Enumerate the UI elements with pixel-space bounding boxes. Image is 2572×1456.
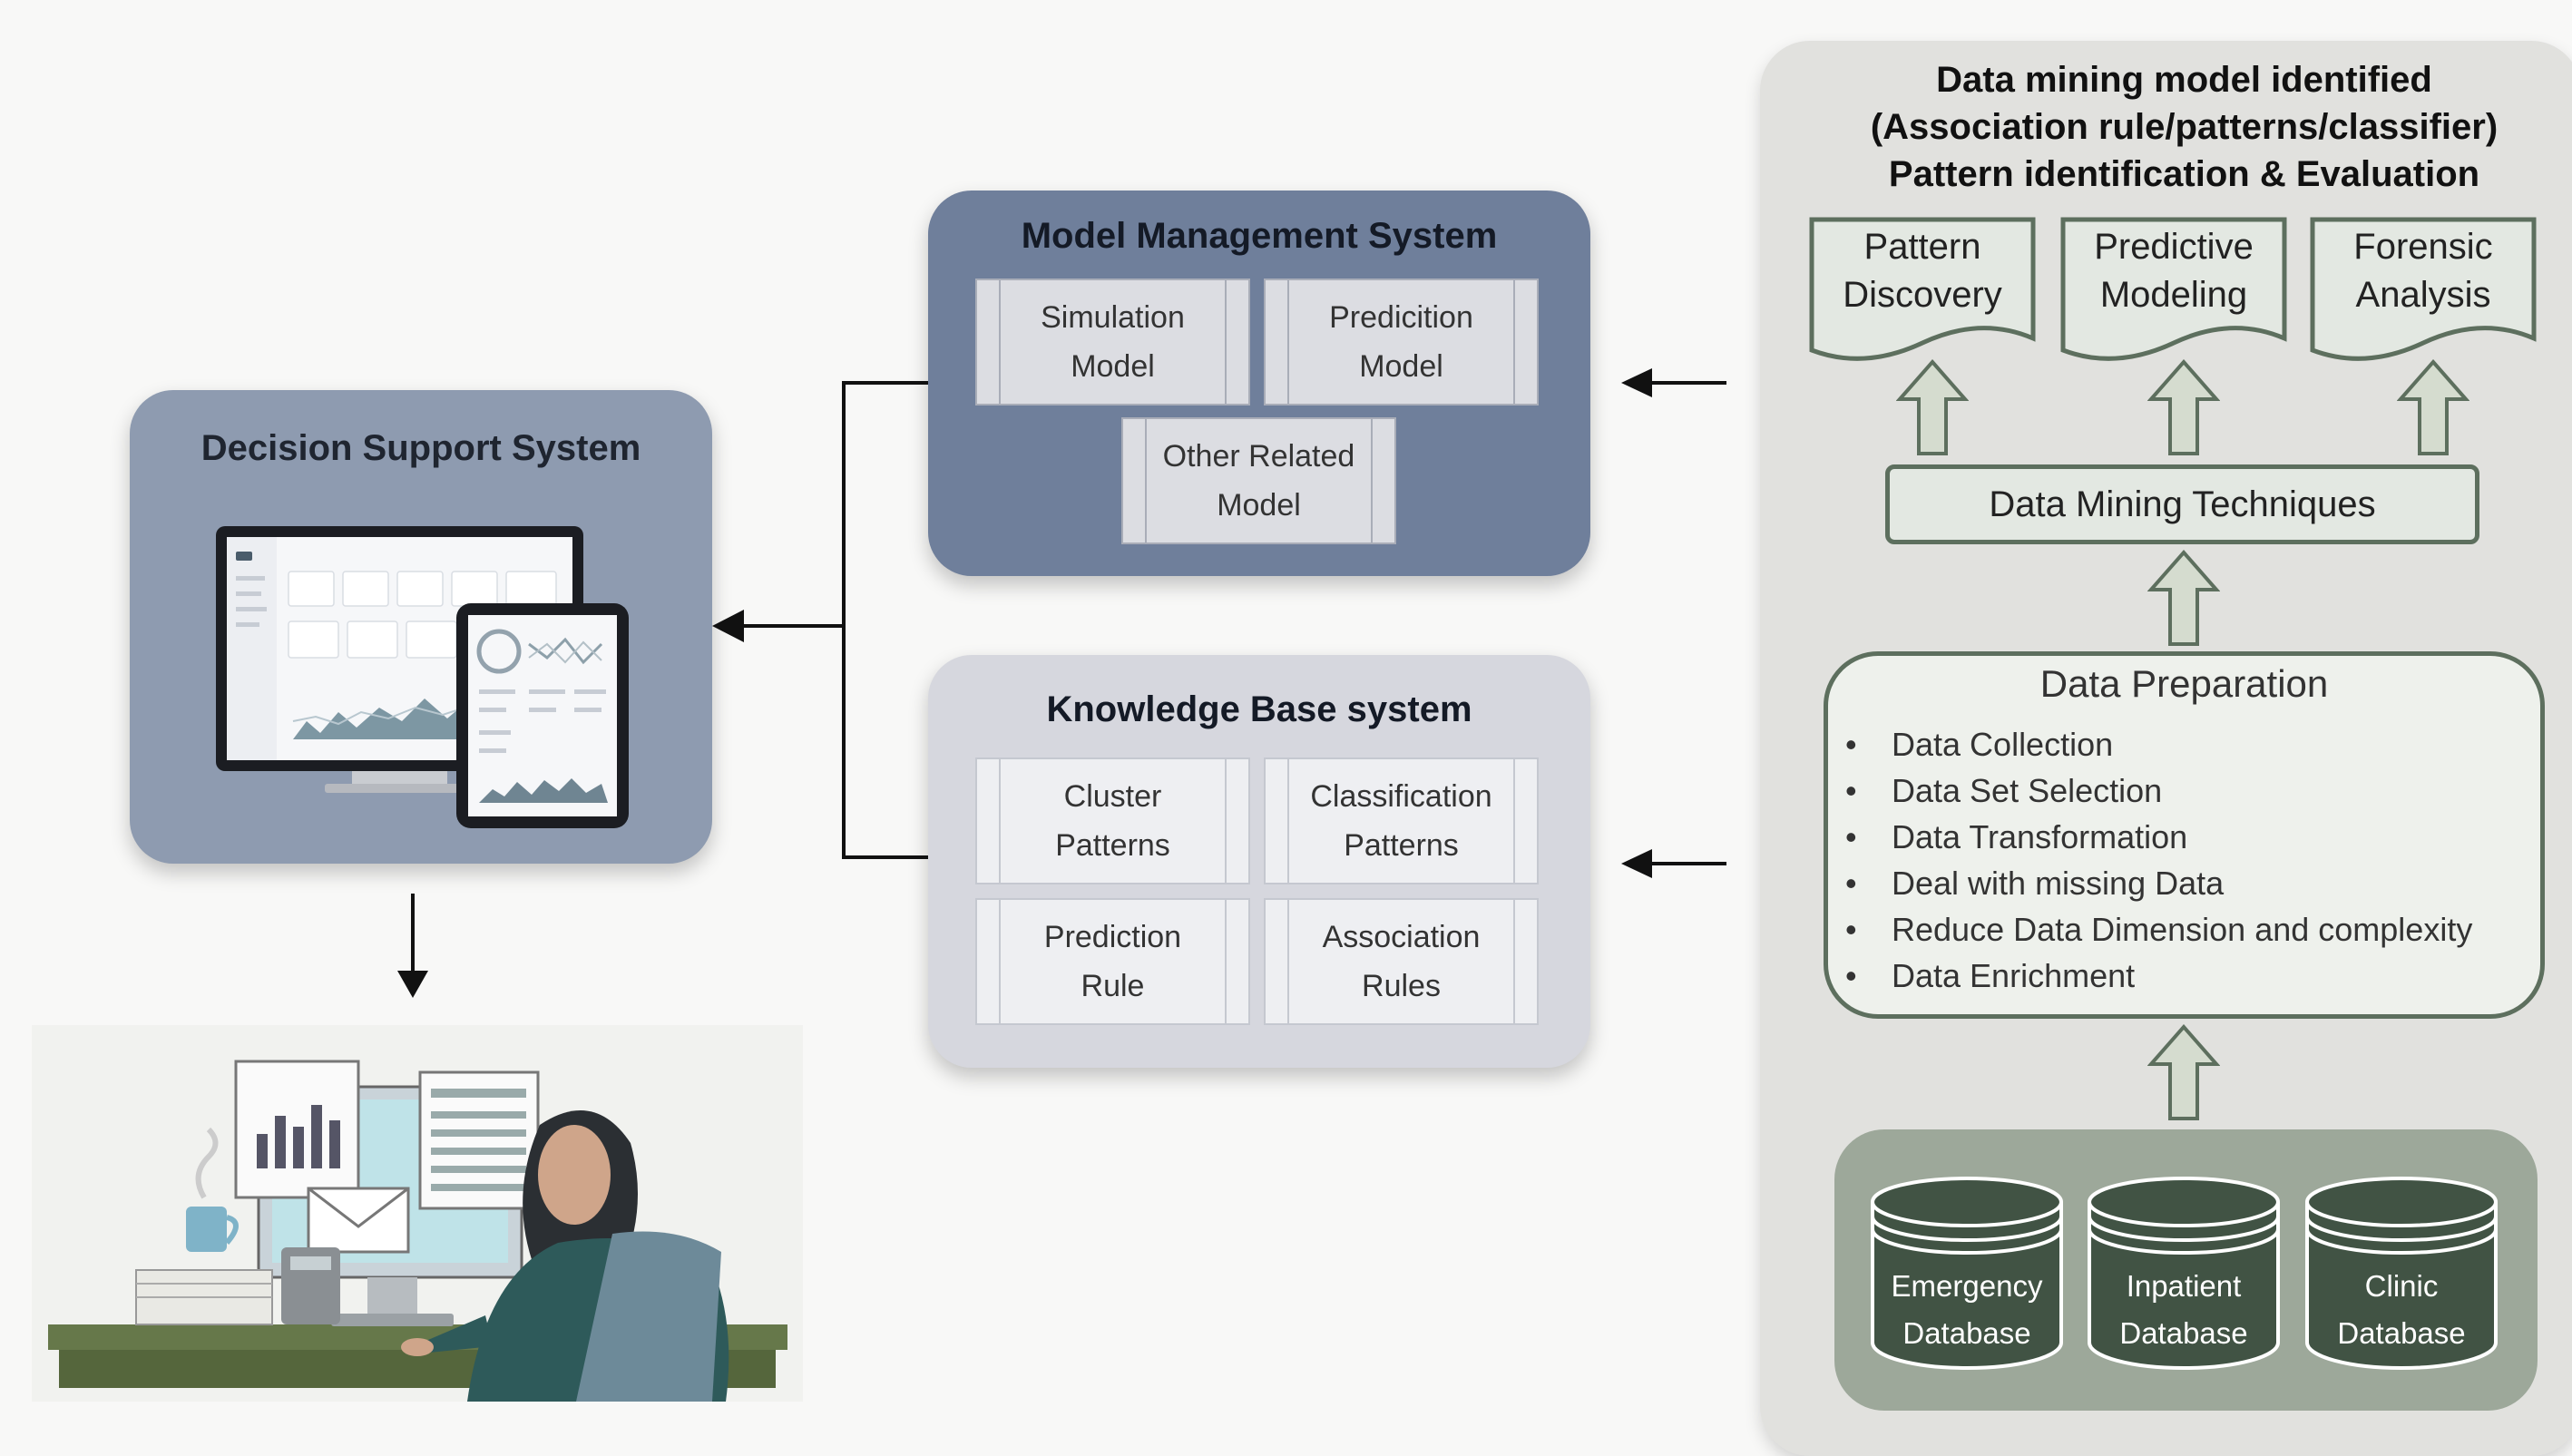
prediction-rule-box: Prediction Rule <box>975 898 1250 1025</box>
prediction-model-box: Predicition Model <box>1264 278 1539 406</box>
mms-title: Model Management System <box>1021 216 1498 256</box>
up-arrow-to-data-preparation <box>2147 1023 2220 1120</box>
arrow-down-dss-to-user <box>397 894 428 998</box>
office-worker-illustration <box>32 1025 803 1402</box>
cluster-patterns-box: Cluster Patterns <box>975 757 1250 884</box>
prep-step-data-set-selection: Data Set Selection <box>1842 767 2472 814</box>
heading-line-1: Data mining model identified <box>1936 60 2432 100</box>
computer-dashboard-illustration <box>216 526 629 828</box>
other-related-model-box: Other Related Model <box>1121 417 1396 544</box>
pattern-discovery-label: Pattern Discovery <box>1843 227 2002 315</box>
up-arrow-to-pattern-discovery <box>1896 358 1969 455</box>
prep-step-missing-data: Deal with missing Data <box>1842 860 2472 906</box>
up-arrow-to-predictive-modeling <box>2147 358 2220 455</box>
forensic-analysis-label: Forensic Analysis <box>2353 227 2493 315</box>
arrow-left-to-knowledge-base <box>1621 849 1726 878</box>
prep-step-data-transformation: Data Transformation <box>1842 814 2472 860</box>
inpatient-database-label: Inpatient Database <box>2119 1269 2248 1350</box>
prep-step-data-enrichment: Data Enrichment <box>1842 953 2472 999</box>
prep-step-reduce-dimension: Reduce Data Dimension and complexity <box>1842 906 2472 953</box>
up-arrow-to-forensic-analysis <box>2397 358 2469 455</box>
simulation-model-box: Simulation Model <box>975 278 1250 406</box>
arrow-left-to-model-management <box>1621 368 1726 397</box>
bracket-connector-to-dss <box>712 381 928 859</box>
classification-patterns-box: Classification Patterns <box>1264 757 1539 884</box>
dss-title: Decision Support System <box>200 428 641 468</box>
pattern-discovery-document <box>1809 217 2036 361</box>
data-preparation-steps: Data Collection Data Set Selection Data … <box>1842 721 2472 999</box>
data-mining-techniques-box: Data Mining Techniques <box>1885 464 2479 544</box>
forensic-analysis-document <box>2310 217 2537 361</box>
decision-support-system-panel: Decision Support System <box>130 390 712 864</box>
emergency-database-label: Emergency Database <box>1891 1269 2043 1350</box>
association-rules-box: Association Rules <box>1264 898 1539 1025</box>
up-arrow-to-techniques <box>2147 549 2220 646</box>
prep-step-data-collection: Data Collection <box>1842 721 2472 767</box>
predictive-modeling-label: Predictive Modeling <box>2094 227 2254 315</box>
predictive-modeling-document <box>2060 217 2287 361</box>
clinic-database-label: Clinic Database <box>2337 1269 2466 1350</box>
clinic-database-icon <box>2305 1177 2498 1370</box>
data-preparation-title: Data Preparation <box>2039 662 2329 705</box>
data-mining-heading: Data mining model identified (Associatio… <box>1778 56 2572 198</box>
heading-line-3: Pattern identification & Evaluation <box>1888 154 2480 194</box>
heading-line-2: (Association rule/patterns/classifier) <box>1870 107 2499 147</box>
emergency-database-icon <box>1871 1177 2063 1370</box>
kbs-title: Knowledge Base system <box>1046 689 1472 729</box>
inpatient-database-icon <box>2088 1177 2280 1370</box>
